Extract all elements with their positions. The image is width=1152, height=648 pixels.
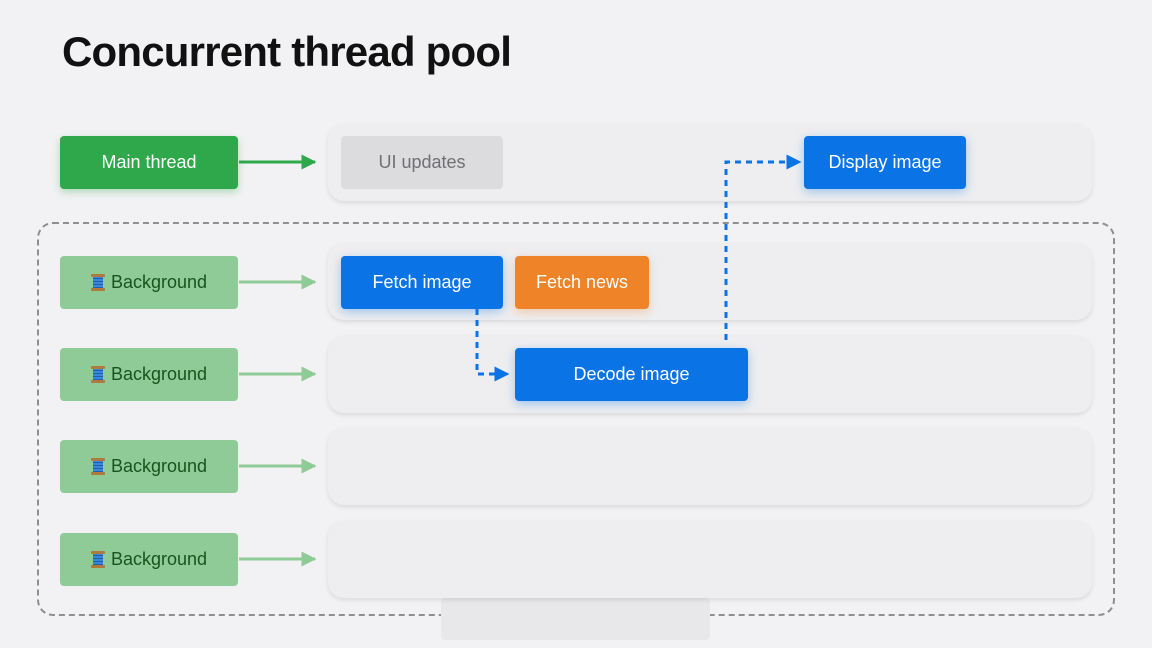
display-image-label: Display image [828,152,942,172]
spool-of-thread-icon [90,366,105,383]
background-thread-box-4: Background [60,533,238,586]
fetch-news-label: Fetch news [535,272,629,292]
fetch-image-task: Fetch image [341,256,503,309]
background-lane-4 [328,521,1092,598]
ghost-panel [441,598,710,640]
background-thread-box-3: Background [60,440,238,493]
background-thread-label: Background [110,364,208,384]
main-thread-box: Main thread [60,136,238,189]
fetch-image-label: Fetch image [372,272,472,292]
display-image-task: Display image [804,136,966,189]
decode-image-task: Decode image [515,348,748,401]
spool-of-thread-icon [90,458,105,475]
background-lane-3 [328,428,1092,505]
main-thread-label: Main thread [101,152,197,172]
background-thread-label: Background [110,549,208,569]
decode-image-label: Decode image [573,364,690,384]
fetch-news-task: Fetch news [515,256,649,309]
background-thread-box-2: Background [60,348,238,401]
background-thread-box-1: Background [60,256,238,309]
spool-of-thread-icon [90,274,105,291]
spool-of-thread-icon [90,551,105,568]
background-thread-label: Background [110,456,208,476]
ui-updates-label: UI updates [378,152,466,172]
ui-updates-task: UI updates [341,136,503,189]
background-thread-label: Background [110,272,208,292]
page-title: Concurrent thread pool [62,28,512,75]
